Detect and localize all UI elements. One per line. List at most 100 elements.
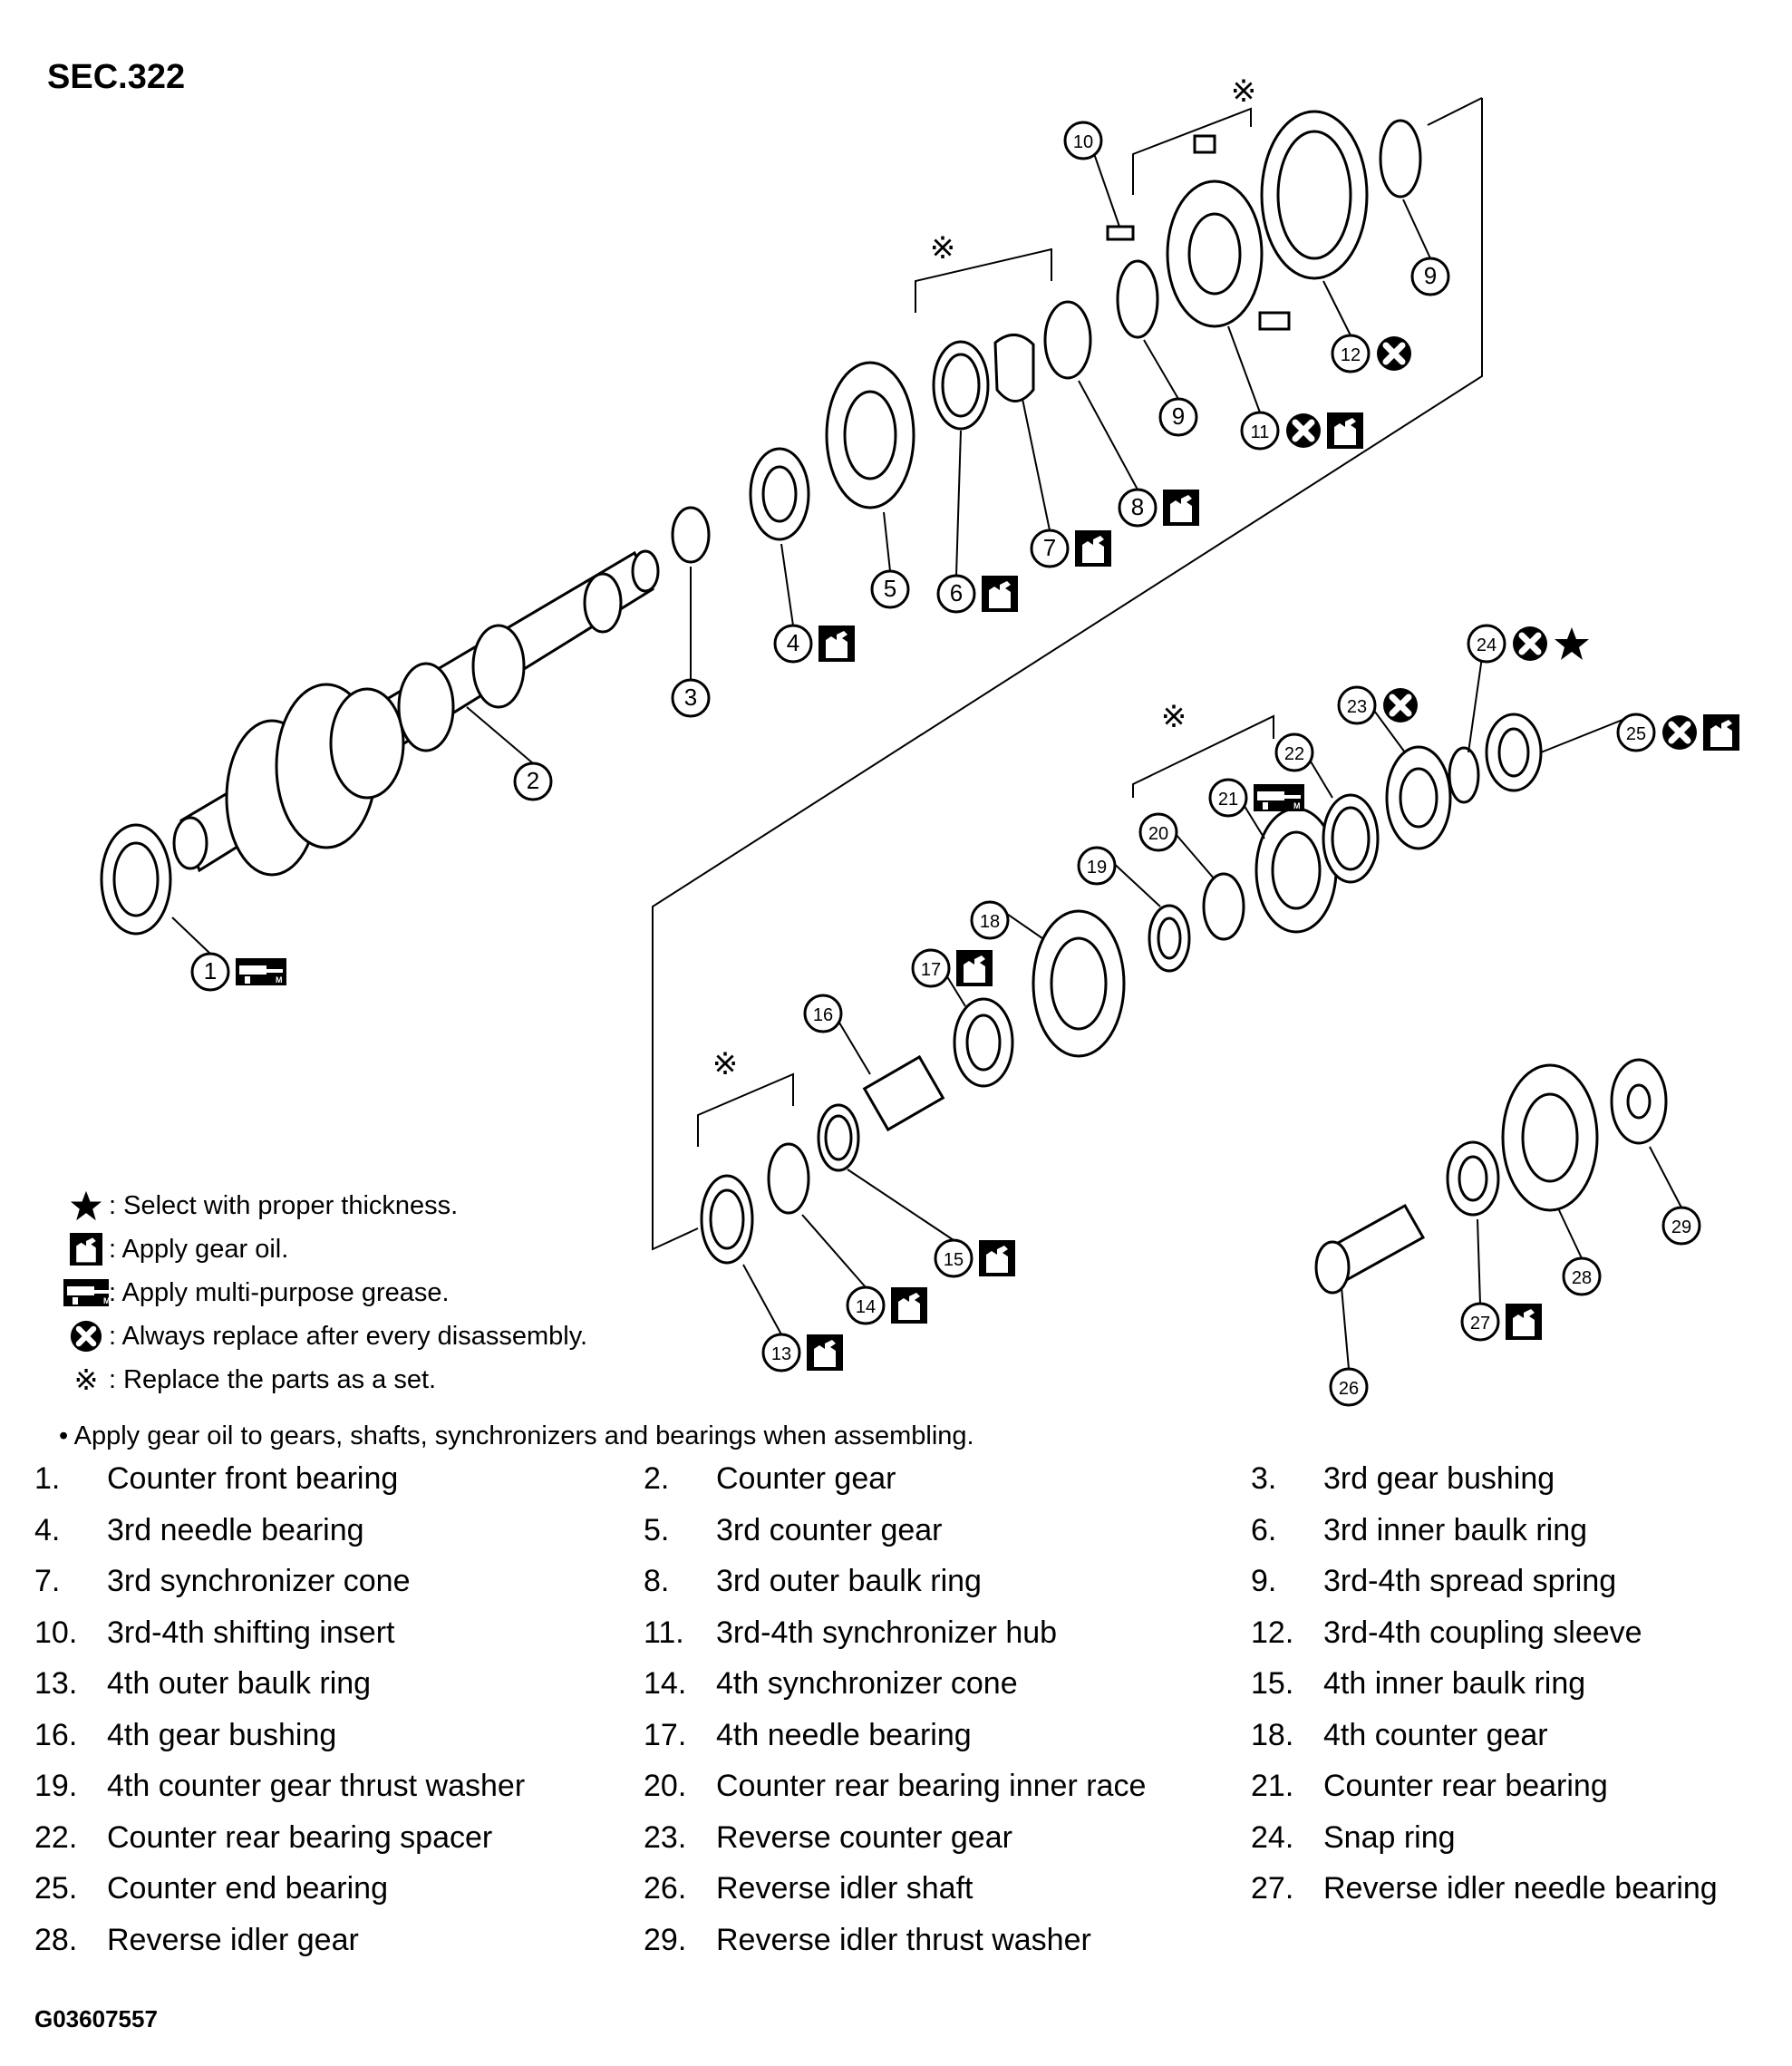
- callout-circle: [1329, 1367, 1369, 1407]
- callout-circle: [1077, 846, 1117, 886]
- callout-14: 14: [846, 1285, 927, 1325]
- snap-ring: [1448, 746, 1480, 804]
- callout-label: 25: [1626, 724, 1646, 744]
- part-name: Reverse counter gear: [716, 1819, 1012, 1855]
- leader-line: [1322, 280, 1351, 336]
- callout-25: 25: [1616, 713, 1739, 752]
- leader-line: [1341, 1286, 1350, 1370]
- part-name: Reverse idler gear: [107, 1922, 359, 1957]
- callout-10: 10: [1063, 121, 1103, 160]
- part-name: 4th gear bushing: [107, 1717, 337, 1752]
- callout-13: 13: [761, 1333, 843, 1372]
- part-number: 9.: [1251, 1564, 1277, 1598]
- callout-24: 24: [1467, 624, 1589, 664]
- callout-1: 1: [190, 952, 286, 992]
- callout-label: 1: [204, 957, 217, 985]
- callout-19: 19: [1077, 846, 1117, 886]
- callout-22: 22: [1274, 732, 1314, 772]
- callout-4: 4: [773, 624, 855, 664]
- leader-line: [1558, 1209, 1583, 1259]
- grease-icon: [236, 958, 286, 985]
- callout-label: 19: [1087, 858, 1107, 878]
- callout-label: 24: [1477, 635, 1497, 655]
- part-number: 28.: [34, 1922, 78, 1957]
- legend-text: : Replace the parts as a set.: [109, 1365, 437, 1394]
- part-number: 8.: [644, 1564, 670, 1598]
- callout-circle: [1410, 257, 1450, 296]
- callout-circle: [1562, 1256, 1602, 1296]
- grease-icon: [1254, 784, 1304, 811]
- callout-17: 17: [911, 948, 993, 988]
- set-mark-rear: ※: [1161, 700, 1187, 734]
- callout-15: 15: [934, 1238, 1015, 1278]
- callout-circle: [846, 1285, 886, 1325]
- gear-oil-icon: [819, 626, 855, 662]
- legend-text: : Select with proper thickness.: [109, 1191, 459, 1220]
- grease-icon: [63, 1275, 109, 1311]
- part-number: 25.: [34, 1871, 78, 1906]
- callout-label: 11: [1251, 422, 1270, 442]
- part-number: 23.: [644, 1819, 687, 1855]
- spread-spring-a: [1116, 259, 1159, 339]
- part-number: 27.: [1251, 1871, 1294, 1906]
- callout-label: 10: [1073, 132, 1093, 152]
- counter-gear-shaft: [172, 549, 660, 877]
- callout-circle: [1158, 397, 1198, 437]
- part-name: 3rd needle bearing: [107, 1512, 364, 1547]
- callout-9: 9: [1410, 257, 1450, 296]
- callout-label: 20: [1148, 824, 1168, 844]
- callout-label: 12: [1341, 345, 1361, 365]
- callout-26: 26: [1329, 1367, 1369, 1407]
- leader-line: [1022, 398, 1051, 531]
- callout-9: 9: [1158, 397, 1198, 437]
- part-name: 3rd-4th synchronizer hub: [716, 1615, 1058, 1650]
- part-number: 4.: [34, 1512, 61, 1547]
- part-number: 26.: [644, 1871, 687, 1906]
- callout-circle: [870, 569, 910, 609]
- callout-label: 22: [1284, 744, 1304, 764]
- leader-line: [1143, 339, 1179, 400]
- part-number: 10.: [34, 1615, 78, 1650]
- callout-23: 23: [1337, 685, 1418, 725]
- legend-note: • Apply gear oil to gears, shafts, synch…: [59, 1421, 974, 1450]
- callout-circle: [803, 994, 843, 1033]
- callout-21: 21: [1208, 778, 1304, 818]
- legend-text: : Always replace after every disassembly…: [109, 1322, 588, 1351]
- part-name: 3rd-4th shifting insert: [107, 1615, 395, 1650]
- part-name: 3rd gear bushing: [1323, 1461, 1555, 1496]
- gear-oil-icon: [1703, 714, 1739, 751]
- callout-circle: [513, 761, 553, 801]
- part-number: 20.: [644, 1769, 687, 1803]
- gear-oil-icon: [1506, 1304, 1542, 1340]
- leader-line: [1477, 1218, 1481, 1305]
- leader-line: [1402, 199, 1431, 259]
- synchronizer-cone-4th: [767, 1142, 810, 1215]
- outer-baulk-ring-3rd: [1043, 300, 1092, 380]
- replace-icon: [63, 1318, 109, 1354]
- leader-line: [1540, 713, 1637, 753]
- part-name: Snap ring: [1323, 1819, 1456, 1855]
- part-number: 29.: [644, 1922, 687, 1957]
- callout-label: 5: [884, 575, 896, 602]
- callout-5: 5: [870, 569, 910, 609]
- part-number: 14.: [644, 1666, 687, 1701]
- part-number: 18.: [1251, 1717, 1294, 1752]
- callout-circle: [1337, 685, 1377, 725]
- callout-circle: [1467, 624, 1506, 664]
- part-name: 3rd-4th spread spring: [1323, 1564, 1617, 1598]
- part-name: 3rd counter gear: [716, 1512, 943, 1547]
- callout-label: 28: [1572, 1268, 1592, 1288]
- shifting-insert-a: [1106, 225, 1135, 241]
- callout-circle: [1240, 411, 1280, 451]
- part-name: 3rd outer baulk ring: [716, 1564, 982, 1598]
- image-id: G03607557: [34, 2005, 158, 2032]
- callout-label: 17: [921, 960, 941, 980]
- callout-label: 26: [1339, 1379, 1359, 1399]
- set-mark-hub: ※: [1231, 74, 1257, 109]
- gear-oil-icon: [63, 1231, 109, 1267]
- gear-oil-icon: [1075, 530, 1111, 567]
- part-name: 3rd-4th coupling sleeve: [1323, 1615, 1642, 1650]
- legend-text: : Apply gear oil.: [109, 1235, 289, 1264]
- callout-label: 18: [980, 912, 1000, 932]
